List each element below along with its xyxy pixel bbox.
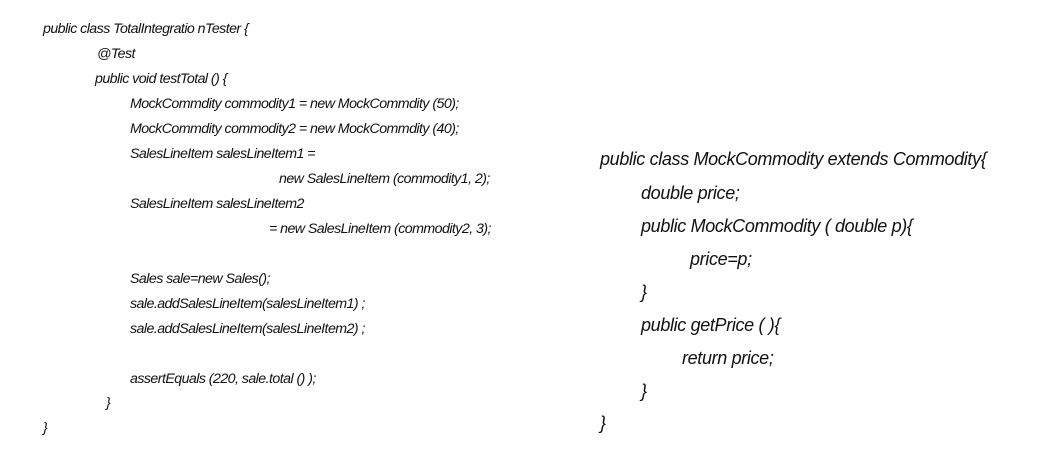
code-line: } [641, 381, 647, 401]
code-line: MockCommdity commodity2 = new MockCommdi… [130, 121, 459, 137]
code-line: public getPrice ( ){ [641, 315, 781, 335]
code-line: MockCommdity commodity1 = new MockCommdi… [130, 96, 459, 112]
code-line: } [600, 413, 606, 433]
code-line: sale.addSalesLineItem(salesLineItem2) ; [130, 321, 365, 337]
code-line: assertEquals (220, sale.total () ); [130, 371, 316, 387]
code-line: SalesLineItem salesLineItem2 [130, 196, 304, 212]
code-line: public class TotalIntegratio nTester { [43, 21, 249, 37]
code-line: public class MockCommodity extends Commo… [600, 149, 987, 169]
code-line: price=p; [690, 249, 752, 269]
code-line: Sales sale=new Sales(); [130, 271, 271, 287]
code-line: sale.addSalesLineItem(salesLineItem1) ; [130, 296, 365, 312]
code-line: new SalesLineItem (commodity1, 2); [279, 171, 490, 187]
code-line: } [641, 282, 647, 302]
code-line: @Test [97, 46, 136, 62]
code-line: public MockCommodity ( double p){ [641, 216, 913, 236]
code-line: return price; [682, 348, 774, 368]
code-line: double price; [641, 183, 740, 203]
code-line: } [106, 395, 111, 411]
code-line: public void testTotal () { [95, 71, 227, 87]
code-line: = new SalesLineItem (commodity2, 3); [269, 221, 491, 237]
code-line: } [43, 420, 48, 436]
code-line: SalesLineItem salesLineItem1 = [130, 146, 316, 162]
